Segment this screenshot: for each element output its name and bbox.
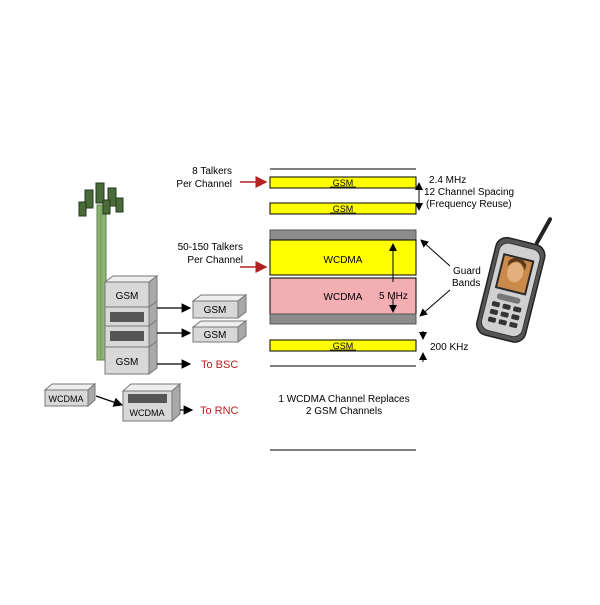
guard-line-2: Bands xyxy=(452,278,480,289)
spacing-label: 2.4 MHz 12 Channel Spacing (Frequency Re… xyxy=(424,175,514,210)
gsm-band-1: GSM xyxy=(269,176,417,189)
bandwidth-wcdma-label: 5 MHz xyxy=(379,291,408,302)
frequency-bands: GSM GSM WCDMA WCDMA GSM xyxy=(269,168,417,451)
wcdma-source-box: WCDMA xyxy=(43,382,97,408)
gsm-band-3-label: GSM xyxy=(333,341,354,351)
side-gsm-box-1-label: GSM xyxy=(204,305,227,316)
guard-line-1: Guard xyxy=(453,266,481,277)
to-bsc-label: To BSC xyxy=(201,359,238,371)
talkers-gsm-line-1: 8 Talkers xyxy=(192,166,232,177)
caption: 1 WCDMA Channel Replaces 2 GSM Channels xyxy=(278,394,409,417)
spacing-line-2: 12 Channel Spacing xyxy=(424,187,514,198)
wcdma-band-1: WCDMA xyxy=(269,239,417,276)
guard-arrow-top xyxy=(420,239,451,267)
mobile-phone-icon xyxy=(476,217,553,343)
side-gsm-box-2: GSM xyxy=(191,320,248,343)
guard-band-top xyxy=(269,229,417,241)
guard-arrow-bottom xyxy=(419,289,451,317)
side-gsm-box-2-label: GSM xyxy=(204,330,227,341)
spacing-line-1: 2.4 MHz xyxy=(429,175,466,186)
stack-box-3 xyxy=(104,319,158,348)
wcdma-target-label: WCDMA xyxy=(130,408,165,418)
spacing-line-3: (Frequency Reuse) xyxy=(426,199,512,210)
gsm-band-3: GSM xyxy=(269,339,417,352)
talkers-gsm-label: 8 Talkers Per Channel xyxy=(176,166,232,190)
gsm-band-2: GSM xyxy=(269,202,417,215)
gsm-equipment-stack: GSM GSM xyxy=(103,275,159,375)
guard-band-bottom xyxy=(269,313,417,325)
stack-box-4: GSM xyxy=(104,340,158,375)
stack-box-1-label: GSM xyxy=(116,291,139,302)
wcdma-band-2-label: WCDMA xyxy=(324,292,363,303)
wcdma-band-1-label: WCDMA xyxy=(324,255,363,266)
gsm-band-2-label: GSM xyxy=(333,204,354,214)
stack-box-4-label: GSM xyxy=(116,357,139,368)
stack-box-1: GSM xyxy=(103,275,159,308)
side-gsm-box-1: GSM xyxy=(191,294,248,319)
bandwidth-gsm-label: 200 KHz xyxy=(430,342,468,353)
talkers-gsm-line-2: Per Channel xyxy=(176,179,232,190)
to-rnc-label: To RNC xyxy=(200,405,239,417)
talkers-wcdma-label: 50-150 Talkers Per Channel xyxy=(178,242,243,266)
arrow-wcdma-source xyxy=(95,395,124,407)
stack-arrows xyxy=(157,303,192,369)
wcdma-source-label: WCDMA xyxy=(49,394,84,404)
wcdma-target-box: WCDMA xyxy=(121,382,182,423)
gsm-band-1-label: GSM xyxy=(333,178,354,188)
caption-line-1: 1 WCDMA Channel Replaces xyxy=(278,394,409,405)
talkers-wcdma-line-1: 50-150 Talkers xyxy=(178,242,243,253)
cell-tower-icon xyxy=(78,182,124,361)
guard-bands-label: Guard Bands xyxy=(452,266,481,289)
caption-line-2: 2 GSM Channels xyxy=(306,406,382,417)
talkers-wcdma-line-2: Per Channel xyxy=(187,255,243,266)
